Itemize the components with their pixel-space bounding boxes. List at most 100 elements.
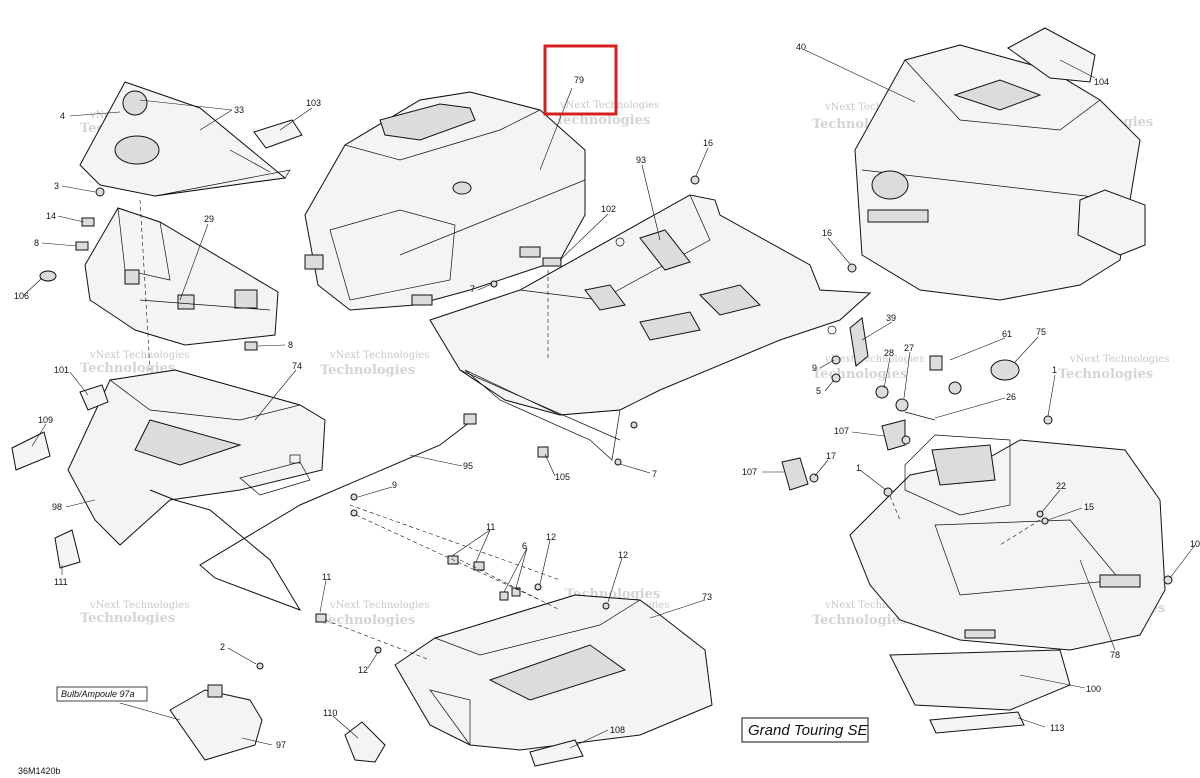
bulb-note: Bulb/Ampoule 97a xyxy=(56,686,148,702)
callout-111[interactable]: 111 xyxy=(54,577,68,587)
callout-61[interactable]: 61 xyxy=(1002,329,1012,339)
part-113-decal[interactable] xyxy=(929,711,1025,734)
callout-110[interactable]: 110 xyxy=(323,708,337,718)
callout-10[interactable]: 10 xyxy=(1190,539,1200,549)
part-40-top-case[interactable] xyxy=(854,44,1146,301)
watermark: Technologies xyxy=(812,367,907,382)
callout-100[interactable]: 100 xyxy=(1086,684,1101,694)
callout-95[interactable]: 95 xyxy=(463,461,473,471)
callout-15[interactable]: 15 xyxy=(1084,502,1094,512)
callout-105[interactable]: 105 xyxy=(555,472,570,482)
part-111-decal[interactable] xyxy=(54,529,81,569)
callout-16[interactable]: 16 xyxy=(703,138,713,148)
callout-7[interactable]: 7 xyxy=(652,469,657,479)
watermark: vNext Technologies xyxy=(559,100,659,111)
watermark: vNext Technologies xyxy=(824,354,924,365)
callout-103[interactable]: 103 xyxy=(306,98,321,108)
callout-4[interactable]: 4 xyxy=(60,111,65,121)
callout-2[interactable]: 2 xyxy=(220,642,225,652)
callout-109[interactable]: 109 xyxy=(38,415,53,425)
part-29-housing[interactable] xyxy=(84,207,279,346)
callout-12[interactable]: 12 xyxy=(358,665,368,675)
watermark: vNext Technologies xyxy=(824,600,924,611)
callout-74[interactable]: 74 xyxy=(292,361,302,371)
callout-1[interactable]: 1 xyxy=(856,463,861,473)
watermark: Technologies xyxy=(320,613,415,628)
watermark: vNext Technologies xyxy=(824,102,924,113)
callout-12[interactable]: 12 xyxy=(546,532,556,542)
callout-75[interactable]: 75 xyxy=(1036,327,1046,337)
model-name: Grand Touring SE xyxy=(748,722,869,739)
callout-1[interactable]: 1 xyxy=(1052,365,1057,375)
part-79-trunk[interactable] xyxy=(304,87,586,311)
callout-104[interactable]: 104 xyxy=(1094,77,1109,87)
callout-17[interactable]: 17 xyxy=(826,451,836,461)
callout-8[interactable]: 8 xyxy=(288,340,293,350)
part-109-decal[interactable] xyxy=(11,431,51,471)
watermark: vNext Technologies xyxy=(1069,354,1169,365)
leader-lines xyxy=(23,49,1196,749)
callout-27[interactable]: 27 xyxy=(904,343,914,353)
callout-113[interactable]: 113 xyxy=(1050,723,1064,733)
hardware-fasteners xyxy=(39,175,1173,670)
assembly-lines xyxy=(139,199,1041,661)
part-101-decal[interactable] xyxy=(79,384,109,411)
highlight-box-part-79 xyxy=(543,44,618,116)
callout-28[interactable]: 28 xyxy=(884,348,894,358)
callout-3[interactable]: 3 xyxy=(54,181,59,191)
watermark: Technologies xyxy=(1058,367,1153,382)
part-108-decal[interactable] xyxy=(529,739,584,767)
callout-16[interactable]: 16 xyxy=(822,228,832,238)
callout-73[interactable]: 73 xyxy=(702,592,712,602)
watermark: Technologies xyxy=(80,611,175,626)
part-110-decal[interactable] xyxy=(344,721,386,763)
part-78-side-case[interactable] xyxy=(849,434,1166,651)
callout-107[interactable]: 107 xyxy=(834,426,849,436)
callout-6[interactable]: 6 xyxy=(522,541,527,551)
callout-40[interactable]: 40 xyxy=(796,42,806,52)
watermark: vNext Technologies xyxy=(329,350,429,361)
part-95-cable[interactable] xyxy=(149,413,477,611)
part-33-cover[interactable] xyxy=(79,81,291,197)
watermark: vNext Technologies xyxy=(89,600,189,611)
callout-106[interactable]: 106 xyxy=(14,291,29,301)
watermark: vNext Technologies xyxy=(329,600,429,611)
callout-78[interactable]: 78 xyxy=(1110,650,1120,660)
callout-22[interactable]: 22 xyxy=(1056,481,1066,491)
part-103-decal[interactable] xyxy=(253,119,303,149)
callout-29[interactable]: 29 xyxy=(204,214,214,224)
callout-39[interactable]: 39 xyxy=(886,313,896,323)
callout-8[interactable]: 8 xyxy=(34,238,39,248)
watermark: Technologies xyxy=(320,363,415,378)
part-73-tray[interactable] xyxy=(394,594,713,751)
callout-108[interactable]: 108 xyxy=(610,725,625,735)
callout-9[interactable]: 9 xyxy=(812,363,817,373)
part-93-floor-panel[interactable] xyxy=(429,194,872,461)
callout-9[interactable]: 9 xyxy=(392,480,397,490)
part-74-housing[interactable] xyxy=(67,369,326,546)
callout-107[interactable]: 107 xyxy=(742,467,757,477)
callout-26[interactable]: 26 xyxy=(1006,392,1016,402)
callout-14[interactable]: 14 xyxy=(46,211,56,221)
callout-11[interactable]: 11 xyxy=(322,572,331,582)
part-104-decal[interactable] xyxy=(1007,27,1096,83)
callout-12[interactable]: 12 xyxy=(618,550,628,560)
watermark: Technologies xyxy=(812,613,907,628)
callout-97[interactable]: 97 xyxy=(276,740,286,750)
callout-79[interactable]: 79 xyxy=(574,75,584,85)
callout-labels: 4 33 103 79 40 104 3 14 29 8 106 8 16 93… xyxy=(14,42,1200,750)
part-97-light[interactable] xyxy=(169,684,263,761)
callout-33[interactable]: 33 xyxy=(234,105,244,115)
part-100-decal[interactable] xyxy=(889,649,1071,711)
callout-11[interactable]: 11 xyxy=(486,522,495,532)
callout-98[interactable]: 98 xyxy=(52,502,62,512)
model-name-box: Grand Touring SE xyxy=(741,717,869,743)
watermark: Technologies xyxy=(555,113,650,128)
callout-5[interactable]: 5 xyxy=(816,386,821,396)
callout-101[interactable]: 101 xyxy=(54,365,69,375)
callout-7[interactable]: 7 xyxy=(470,284,475,294)
callout-93[interactable]: 93 xyxy=(636,155,646,165)
callout-102[interactable]: 102 xyxy=(601,204,616,214)
